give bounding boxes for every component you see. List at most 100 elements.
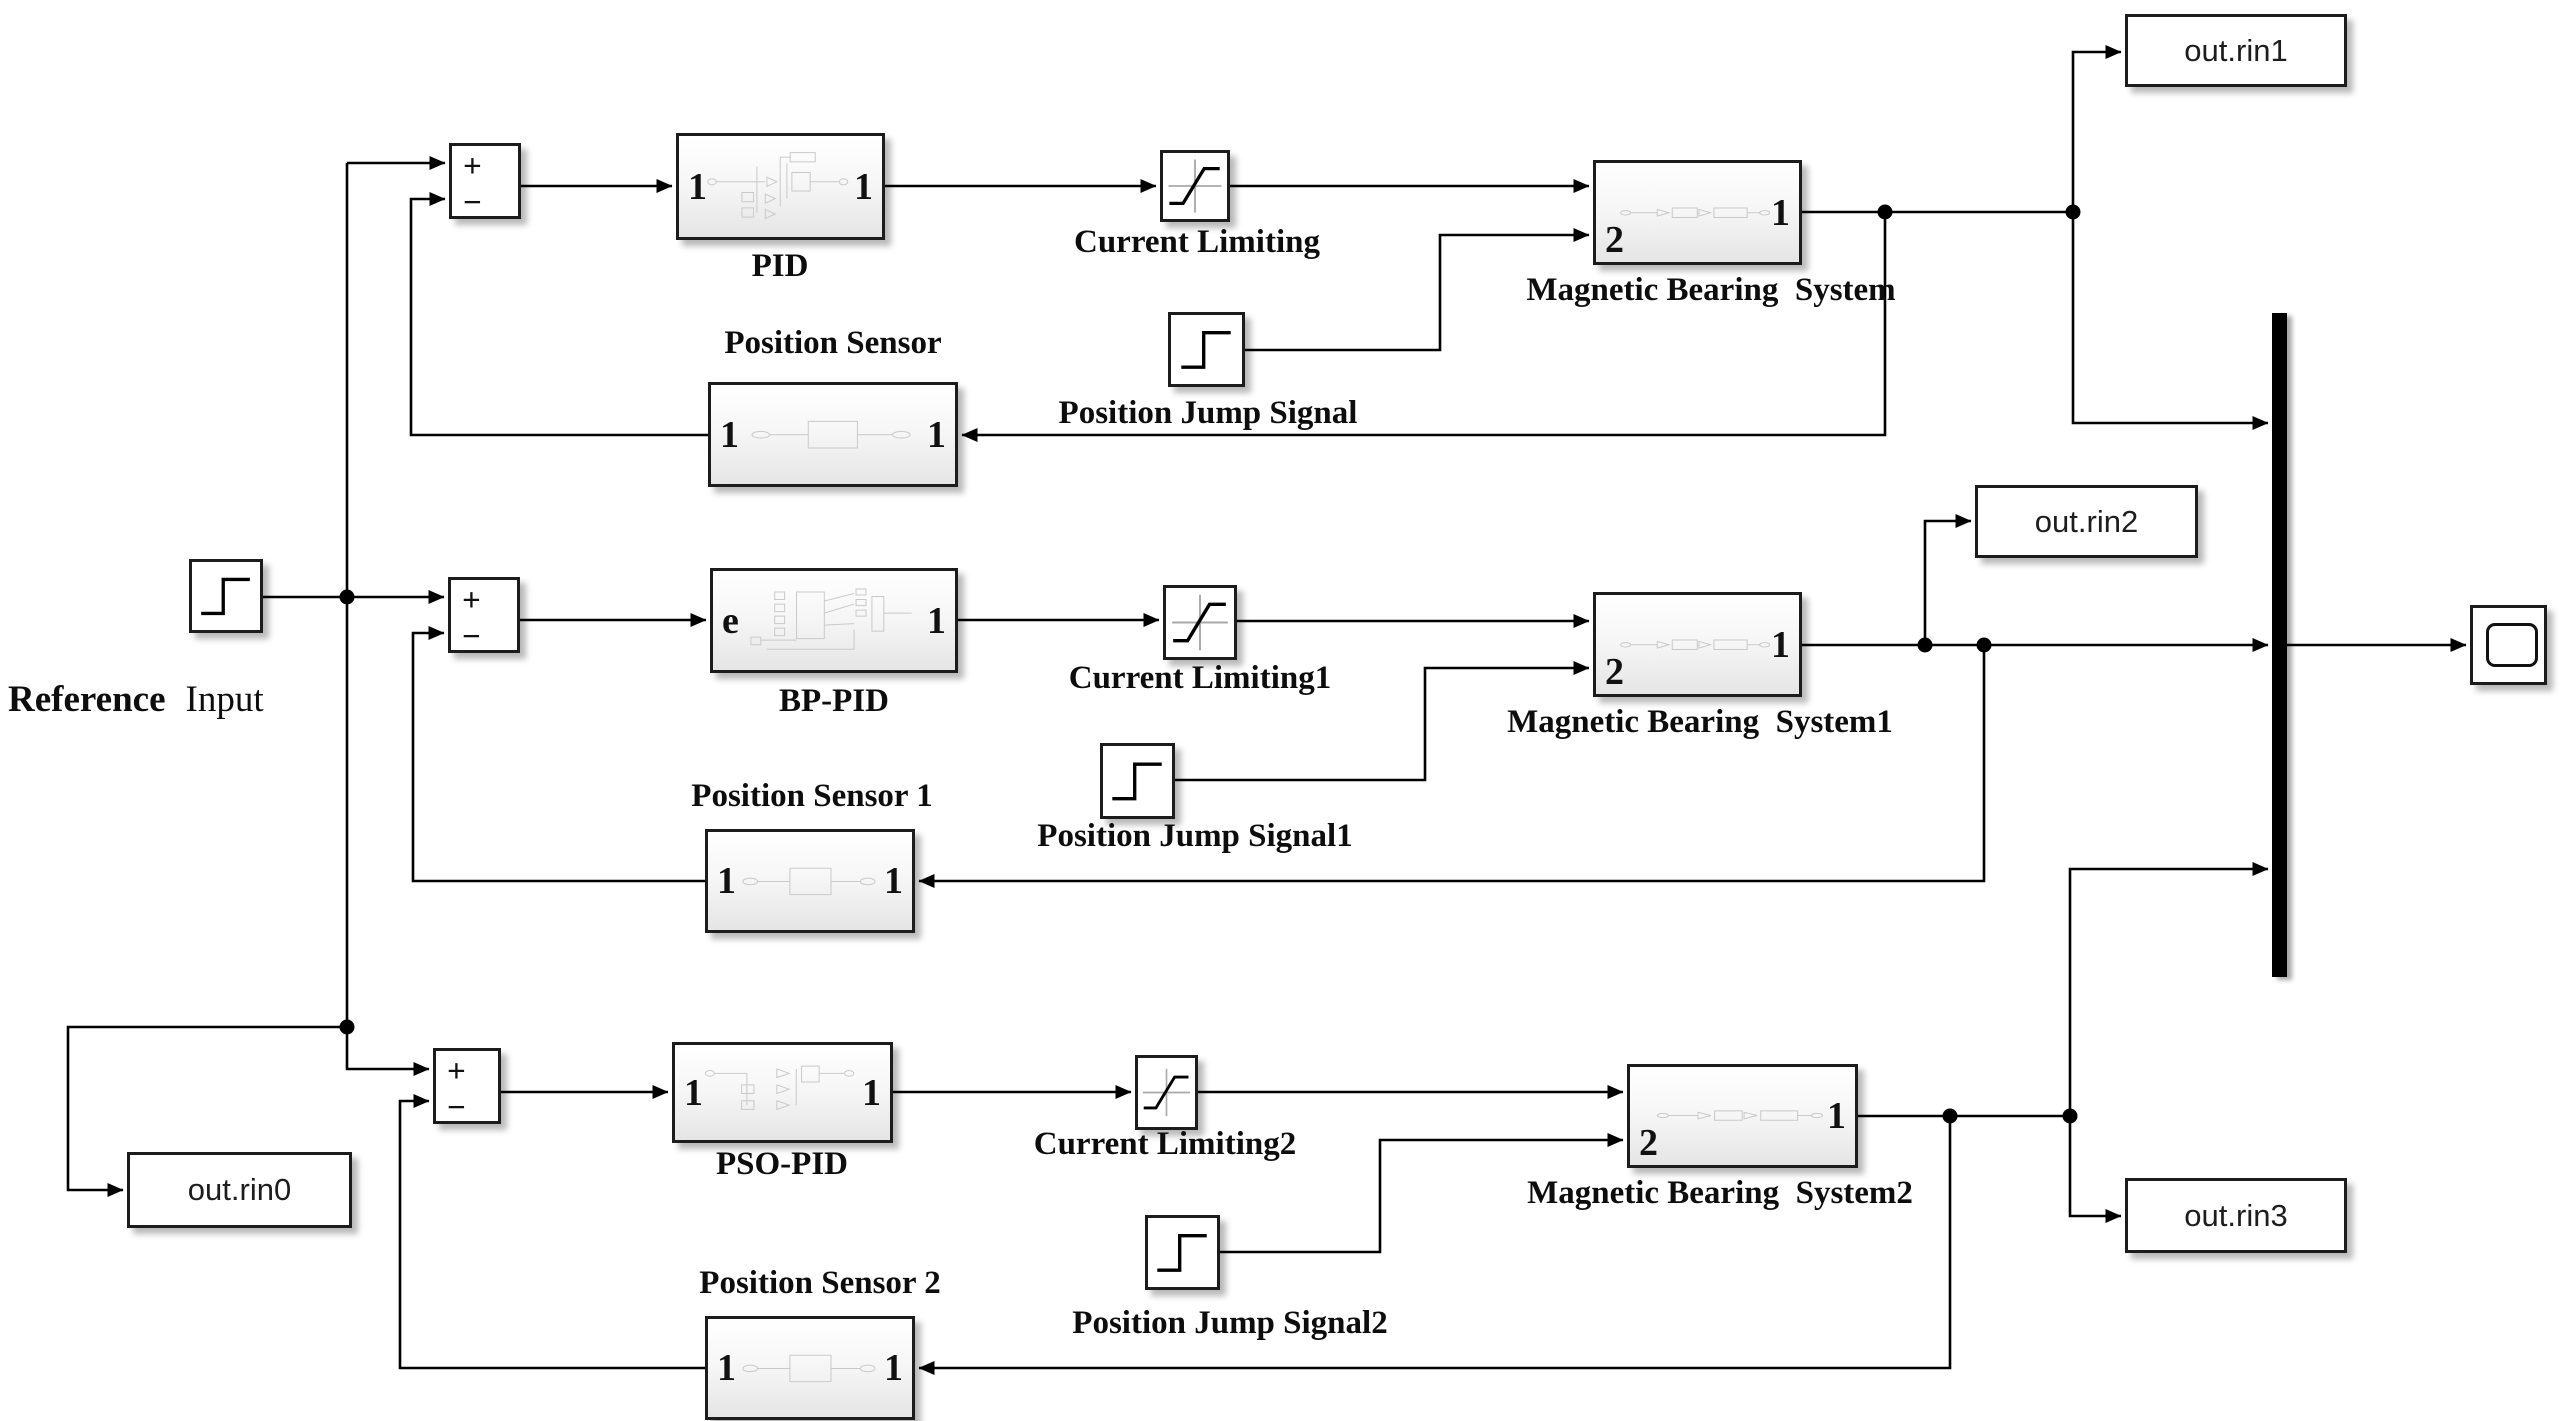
bppid-in-port: e [722,599,739,642]
step-signal-icon [201,577,250,616]
reference-step-block[interactable] [189,559,263,633]
magnetic-bearing-system-block[interactable]: 2 1 [1593,160,1802,265]
sensor-right-port: 1 [884,1347,903,1389]
wire-jump2-to-plant2[interactable] [1175,661,1590,782]
wire-jump3-to-plant3[interactable] [1220,1133,1624,1254]
psopid-preview-icon [694,1056,870,1128]
psopid-in-port: 1 [684,1071,703,1114]
pid-label[interactable]: PID [751,248,809,284]
magnetic-bearing-system2-label[interactable]: Magnetic Bearing System2 [1527,1175,1913,1211]
out-rin1-label: out.rin1 [2184,32,2288,68]
sum-block-3[interactable]: + − [433,1048,501,1125]
junction-dots [339,204,2081,1124]
plant-out-port: 1 [1827,1095,1846,1137]
position-jump-signal1-block[interactable] [1100,743,1175,819]
magnetic-bearing-system1-label[interactable]: Magnetic Bearing System1 [1507,704,1893,740]
position-sensor2-label[interactable]: Position Sensor 2 [699,1265,941,1301]
position-jump-signal-block[interactable] [1168,312,1245,387]
sensor-right-port: 1 [884,860,903,902]
wire-sensor1-to-sum1[interactable] [409,192,708,437]
wire-to-outrin1[interactable] [2071,45,2122,212]
magnetic-bearing-system-label[interactable]: Magnetic Bearing System [1526,272,1896,308]
plant-out-port: 1 [1771,191,1790,234]
pid-controller-block[interactable]: 1 1 [676,133,885,240]
position-sensor2-block[interactable]: 1 1 [705,1316,915,1420]
sensor-left-port: 1 [717,860,736,902]
out-rin0-block[interactable]: out.rin0 [127,1152,352,1228]
sensor-preview-icon [737,1341,884,1396]
saturation-icon [1142,1068,1191,1117]
wire-to-mux-in1[interactable] [2071,212,2269,430]
step-signal-icon [1181,331,1231,369]
plant-in2-port: 2 [1639,1122,1658,1164]
wire-jump1-to-plant1[interactable] [1245,228,1590,352]
position-sensor-block[interactable]: 1 1 [708,382,958,487]
out-rin3-label: out.rin3 [2184,1197,2288,1233]
current-limiting1-block[interactable] [1163,585,1237,660]
position-sensor1-block[interactable]: 1 1 [705,829,915,933]
step-signal-icon [1157,1234,1207,1272]
sensor-preview-icon [737,854,884,909]
wire-to-outrin2[interactable] [1923,514,1972,645]
sensor-left-port: 1 [717,1347,736,1389]
position-sensor-label[interactable]: Position Sensor [724,325,942,361]
pid-out-port: 1 [854,165,873,208]
psopid-controller-block[interactable]: 1 1 [672,1042,893,1143]
current-limiting1-label[interactable]: Current Limiting1 [1068,660,1332,696]
pid-preview-icon [697,148,863,225]
out-rin1-block[interactable]: out.rin1 [2125,14,2347,87]
wire-feedback1[interactable] [961,212,1887,442]
bppid-preview-icon [735,583,933,658]
step-signal-icon [1112,762,1162,801]
wire-to-outrin3[interactable] [2068,1116,2122,1223]
reference-label-regular: Input [185,679,264,720]
wire-feedback2[interactable] [918,645,1986,888]
position-jump-signal-label[interactable]: Position Jump Signal [1058,395,1358,431]
sensor-preview-icon [745,407,921,462]
plant-in2-port: 2 [1605,651,1624,693]
out-rin3-block[interactable]: out.rin3 [2125,1178,2347,1253]
out-rin2-block[interactable]: out.rin2 [1975,485,2198,558]
magnetic-bearing-system2-block[interactable]: 2 1 [1627,1064,1858,1168]
current-limiting-label[interactable]: Current Limiting [1074,224,1320,260]
wire-feedback3[interactable] [918,1116,1952,1375]
sum-block-1[interactable]: + − [449,143,521,220]
out-rin2-label: out.rin2 [2034,503,2139,539]
psopid-label[interactable]: PSO-PID [716,1146,848,1182]
plant-preview-icon [1650,1092,1835,1139]
sum-block-2[interactable]: + − [448,577,520,654]
position-jump-signal2-label[interactable]: Position Jump Signal2 [1072,1305,1388,1341]
sensor-left-port: 1 [720,413,739,456]
position-jump-signal2-block[interactable] [1145,1215,1220,1290]
wire-trunk-to-sum3[interactable] [345,1027,430,1076]
position-sensor1-label[interactable]: Position Sensor 1 [691,778,933,814]
psopid-out-port: 1 [862,1071,881,1114]
mux-block[interactable] [2272,313,2287,977]
plant-out-port: 1 [1771,623,1790,666]
current-limiting-block[interactable] [1160,150,1230,222]
scope-display-icon [2486,623,2538,667]
saturation-icon [1172,594,1228,651]
plant-preview-icon [1614,189,1780,237]
bppid-label[interactable]: BP-PID [779,683,889,719]
saturation-icon [1168,159,1222,213]
position-jump-signal1-label[interactable]: Position Jump Signal1 [1037,818,1353,854]
out-rin0-label: out.rin0 [187,1172,292,1207]
pid-in-port: 1 [688,165,707,208]
current-limiting2-label[interactable]: Current Limiting2 [1033,1126,1297,1162]
wire-trunk-to-outrin0[interactable] [66,1025,347,1197]
wire-to-mux-in3[interactable] [2068,862,2269,1116]
wire-sensor3-to-sum3[interactable] [398,1094,705,1370]
plant-preview-icon [1614,621,1780,669]
plant-in2-port: 2 [1605,219,1624,261]
current-limiting2-block[interactable] [1135,1055,1198,1130]
sensor-right-port: 1 [927,413,946,456]
bppid-out-port: 1 [927,599,946,642]
wire-sensor2-to-sum2[interactable] [411,626,705,883]
scope-block[interactable] [2470,605,2547,685]
bppid-controller-block[interactable]: e 1 [710,568,958,673]
magnetic-bearing-system1-block[interactable]: 2 1 [1593,592,1802,697]
